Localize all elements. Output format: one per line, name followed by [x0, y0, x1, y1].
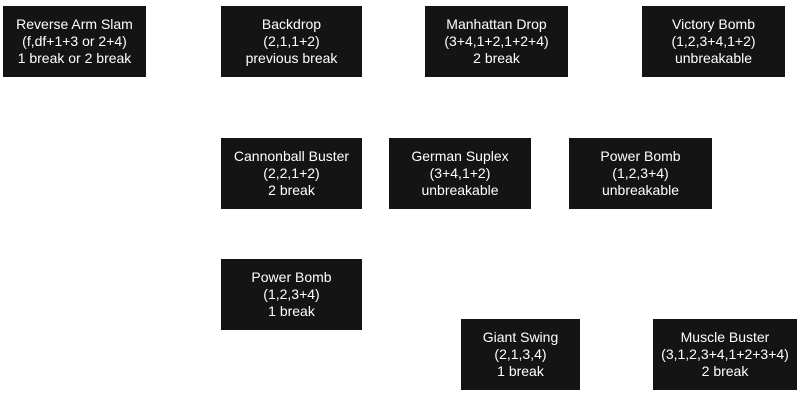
node-break: 2 break — [473, 50, 520, 66]
node-input: (2,2,1+2) — [263, 165, 320, 181]
node-break: 1 break — [497, 363, 544, 379]
node-input: (1,2,3+4) — [612, 165, 669, 181]
node-backdrop: Backdrop (2,1,1+2) previous break — [221, 6, 362, 77]
node-input: (1,2,3+4,1+2) — [671, 33, 756, 49]
node-input: (1,2,3+4) — [263, 286, 320, 302]
node-giant-swing: Giant Swing (2,1,3,4) 1 break — [461, 319, 580, 390]
node-break: previous break — [245, 50, 338, 66]
node-title: Cannonball Buster — [233, 148, 350, 164]
node-title: Reverse Arm Slam — [16, 16, 133, 32]
node-input: (3+4,1+2,1+2+4) — [444, 33, 549, 49]
node-title: Muscle Buster — [680, 329, 770, 345]
node-break: unbreakable — [601, 182, 680, 198]
node-title: Backdrop — [261, 16, 322, 32]
node-title: German Suplex — [411, 148, 509, 164]
node-title: Victory Bomb — [672, 16, 755, 32]
node-title: Giant Swing — [482, 329, 559, 345]
node-title: Power Bomb — [600, 148, 681, 164]
node-break: 2 break — [701, 363, 749, 379]
node-input: (f,df+1+3 or 2+4) — [22, 33, 127, 49]
node-break: unbreakable — [421, 182, 499, 198]
node-muscle-buster: Muscle Buster (3,1,2,3+4,1+2+3+4) 2 brea… — [653, 319, 797, 390]
node-power-bomb-1-break: Power Bomb (1,2,3+4) 1 break — [221, 259, 362, 330]
node-power-bomb-unbreakable: Power Bomb (1,2,3+4) unbreakable — [569, 138, 712, 209]
node-title: Power Bomb — [251, 269, 332, 285]
node-input: (3+4,1+2) — [429, 165, 491, 181]
node-break: 1 break — [268, 303, 315, 319]
node-german-suplex: German Suplex (3+4,1+2) unbreakable — [389, 138, 531, 209]
node-cannonball-buster: Cannonball Buster (2,2,1+2) 2 break — [221, 138, 362, 209]
node-victory-bomb: Victory Bomb (1,2,3+4,1+2) unbreakable — [642, 6, 785, 77]
node-break: 1 break or 2 break — [17, 50, 132, 66]
node-break: unbreakable — [674, 50, 753, 66]
node-input: (2,1,3,4) — [494, 346, 547, 362]
node-input: (2,1,1+2) — [263, 33, 320, 49]
node-input: (3,1,2,3+4,1+2+3+4) — [661, 346, 789, 362]
node-reverse-arm-slam: Reverse Arm Slam (f,df+1+3 or 2+4) 1 bre… — [3, 6, 146, 77]
node-title: Manhattan Drop — [446, 16, 547, 32]
node-manhattan-drop: Manhattan Drop (3+4,1+2,1+2+4) 2 break — [425, 6, 568, 77]
node-break: 2 break — [268, 182, 315, 198]
